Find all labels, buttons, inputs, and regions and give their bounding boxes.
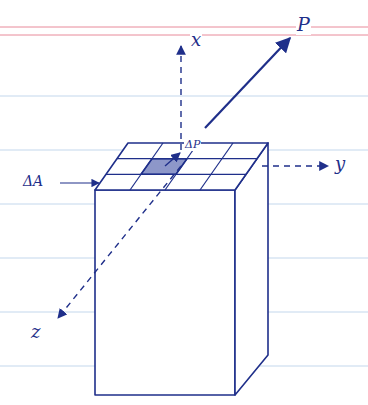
axes <box>58 46 328 318</box>
z-axis <box>58 166 181 318</box>
force-arrow <box>205 38 290 128</box>
axis-label: z <box>30 322 41 342</box>
x-axis <box>180 46 181 150</box>
axis-label: ΔA <box>22 174 44 189</box>
axis-label: P <box>296 14 311 35</box>
axis-label: x <box>190 30 202 50</box>
grid <box>106 143 257 190</box>
y-axis <box>262 165 328 166</box>
top-face <box>95 143 268 190</box>
leader-line <box>60 182 99 183</box>
prism <box>95 143 268 395</box>
axis-label: ΔP <box>184 139 201 151</box>
delta-force-arrow <box>165 153 180 166</box>
axis-label: y <box>334 154 346 174</box>
front-face <box>95 190 235 395</box>
